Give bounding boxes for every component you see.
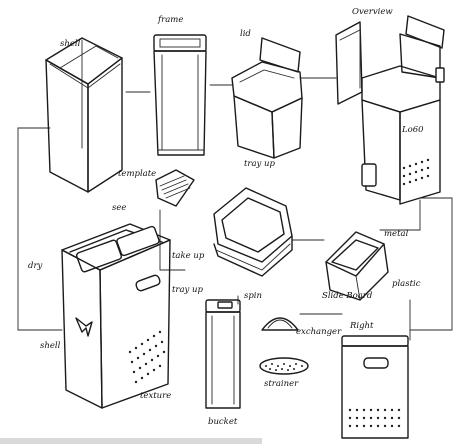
right-view-sketch xyxy=(341,335,409,439)
bucket-sketch xyxy=(205,299,241,409)
label-take-up: take up xyxy=(172,251,205,261)
label-plastic: plastic xyxy=(392,279,421,289)
label-shell-bottom: shell xyxy=(40,341,61,351)
label-bucket: bucket xyxy=(208,417,238,427)
tray-up-sketch xyxy=(213,187,293,277)
label-see: see xyxy=(112,203,126,213)
metal-tray-sketch xyxy=(325,231,389,301)
label-exchanger: exchanger xyxy=(296,327,342,337)
label-right: Right xyxy=(349,321,374,331)
label-lid: lid xyxy=(240,29,251,39)
label-texture: texture xyxy=(140,391,171,401)
sketch-labels: shell frame lid Overview template tray u… xyxy=(28,7,421,427)
template-sketch xyxy=(155,169,195,207)
label-shell-top: shell xyxy=(60,39,81,49)
lid-sketch xyxy=(231,37,303,159)
shell-top-sketch xyxy=(45,37,123,193)
label-overview: Overview xyxy=(352,7,393,17)
label-tray-up-2: tray up xyxy=(172,285,204,295)
label-strainer: strainer xyxy=(264,379,299,389)
label-tray-up: tray up xyxy=(244,159,276,169)
strainer-sketch xyxy=(259,357,309,375)
exchanger-sketch xyxy=(261,317,299,331)
overview-sketch: Lo60 xyxy=(335,15,445,205)
label-slide-board: Slide Board xyxy=(322,291,373,301)
label-metal: metal xyxy=(384,229,409,239)
logo-text: Lo60 xyxy=(401,125,424,135)
label-template: template xyxy=(118,169,156,179)
label-frame: frame xyxy=(157,15,183,25)
frame-sketch xyxy=(153,34,207,156)
shell-bottom-sketch xyxy=(61,223,171,409)
connector-lines xyxy=(17,77,453,341)
bottom-gray-bar xyxy=(0,438,262,444)
label-dry: dry xyxy=(28,261,43,271)
label-spin: spin xyxy=(244,291,262,301)
